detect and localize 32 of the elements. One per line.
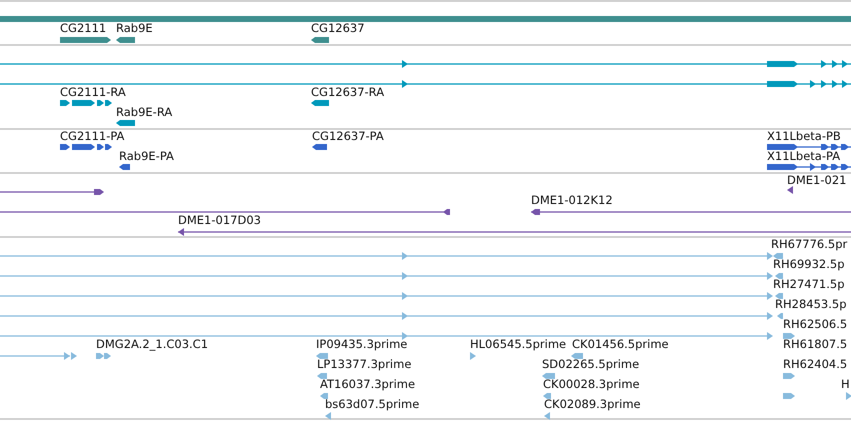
feature-label: CG12637-PA: [312, 130, 384, 143]
feature-label: AT16037.3prime: [320, 378, 416, 391]
feature-label: DME1-012K12: [531, 194, 613, 207]
feature-label: CK02089.3prime: [544, 398, 641, 411]
feature-label: DMG2A.2_1.C03.C1: [96, 338, 208, 351]
feature-label: CK01456.5prime: [572, 338, 669, 351]
feature-label: RH67776.5pr: [771, 238, 848, 251]
feature-label: CK00028.3prime: [543, 378, 640, 391]
feature-label: X11Lbeta-PA: [767, 150, 840, 163]
feature-label: CG12637: [311, 22, 365, 35]
feature-label: RH62404.5: [783, 358, 848, 371]
feature-label: LP13377.3prime: [317, 358, 412, 371]
feature-label: bs63d07.5prime: [325, 398, 420, 411]
feature-label: X11Lbeta-PB: [767, 130, 841, 143]
feature-label: Rab9E-PA: [119, 150, 174, 163]
feature-label: CG2111: [60, 22, 106, 35]
feature-label: RH27471.5p: [773, 278, 844, 291]
feature-label: SD02265.5prime: [542, 358, 640, 371]
feature-label: CG12637-RA: [311, 86, 384, 99]
feature-label: RH69932.5p: [773, 258, 844, 271]
feature-label: IP09435.3prime: [316, 338, 408, 351]
feature-label: CG2111-PA: [60, 130, 124, 143]
feature-label: DME1-017D03: [178, 214, 261, 227]
feature-label: Rab9E: [116, 22, 153, 35]
feature-label: H: [841, 378, 850, 391]
feature-label: HL06545.5prime: [470, 338, 566, 351]
feature-label: Rab9E-RA: [116, 106, 172, 119]
feature-label: RH28453.5p: [775, 298, 846, 311]
feature-label: RH62506.5: [783, 318, 848, 331]
feature-label: CG2111-RA: [60, 86, 126, 99]
feature-label: DME1-021: [787, 174, 846, 187]
feature-label: RH61807.5: [783, 338, 848, 351]
